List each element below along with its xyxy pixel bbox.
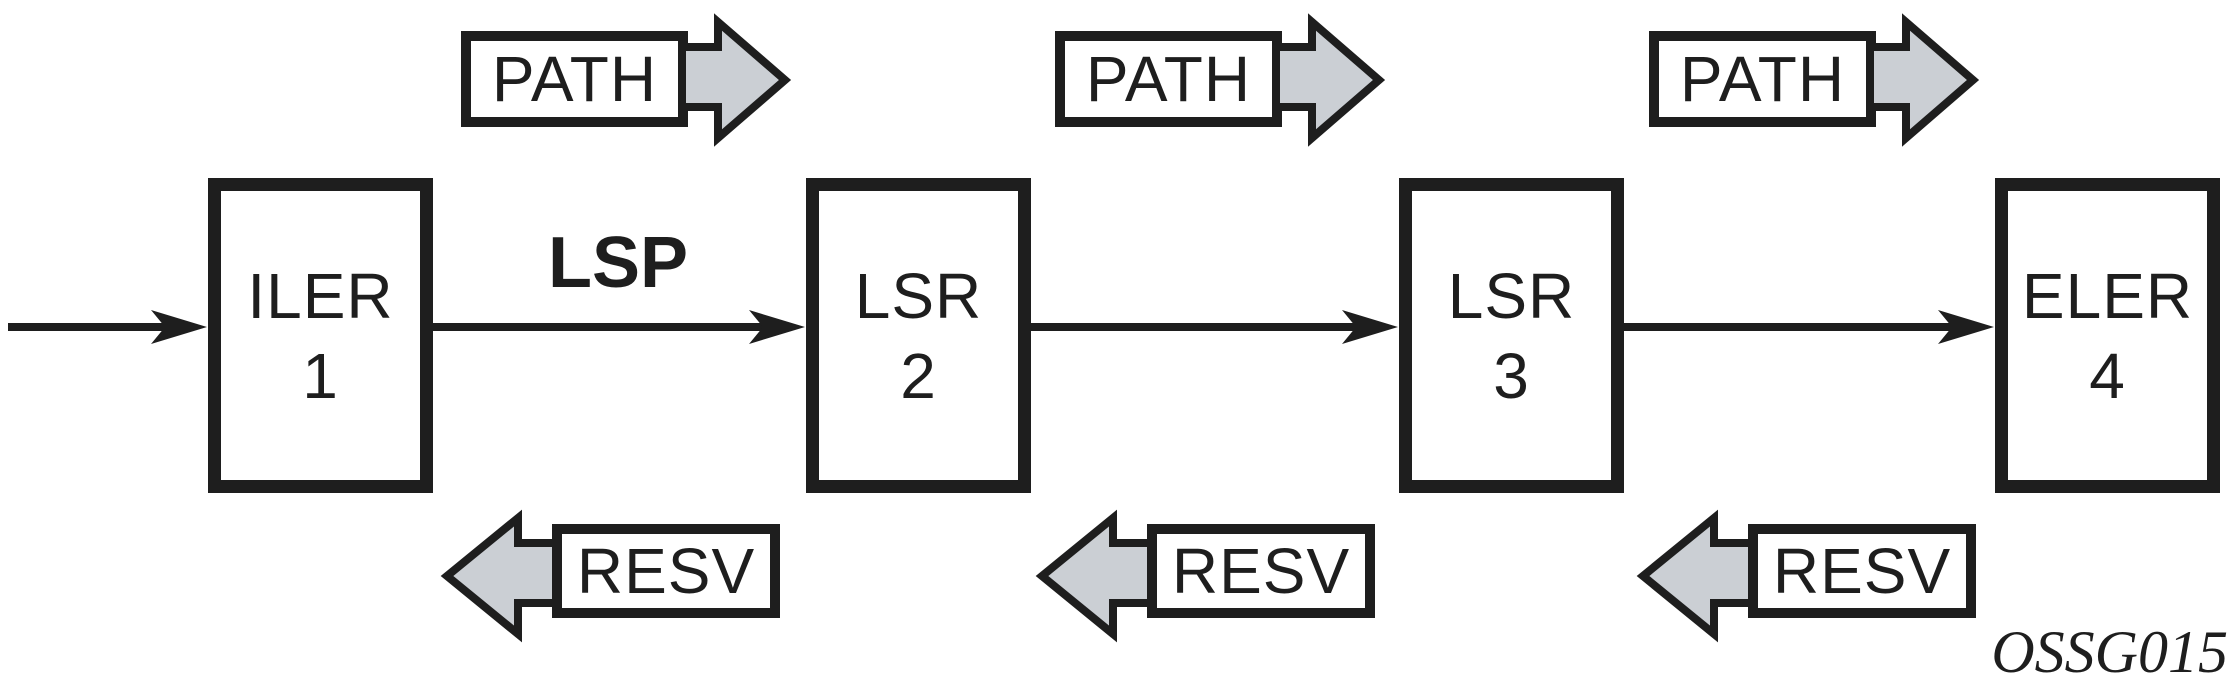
node-name: ILER [247,259,394,332]
resv-message-label: RESV [576,535,756,607]
flow-line-lsr3-to-eler4 [1624,310,1994,344]
node-number: 3 [1493,339,1530,412]
resv-message-1: RESV [552,524,780,618]
resv-left-arrow-icon [1636,509,1758,643]
node-lsr-3: LSR 3 [1399,178,1624,493]
path-right-arrow-icon [1866,13,1980,147]
figure-code-caption: OSSG015 [1991,619,2228,685]
node-number: 1 [302,339,339,412]
resv-message-label: RESV [1171,535,1351,607]
node-lsr-2: LSR 2 [806,178,1031,493]
resv-left-arrow-icon [1035,509,1157,643]
flow-arrowhead-icon [151,310,207,344]
node-name: ELER [2021,259,2194,332]
flow-arrowhead-icon [1938,310,1994,344]
path-message-label: PATH [491,43,658,115]
path-message-label: PATH [1085,43,1252,115]
node-name: LSR [854,259,983,332]
node-name: LSR [1447,259,1576,332]
path-message-label: PATH [1679,43,1846,115]
resv-message-label: RESV [1772,535,1952,607]
path-message-3: PATH [1649,31,1876,127]
lsp-label: LSP [547,223,689,303]
path-message-1: PATH [461,31,688,127]
node-number: 4 [2089,339,2126,412]
node-number: 2 [900,339,937,412]
path-right-arrow-icon [1272,13,1386,147]
flow-line-iler1-to-lsr2 [433,310,805,344]
path-right-arrow-icon [678,13,792,147]
node-eler-4: ELER 4 [1995,178,2220,493]
flow-line-into-iler1 [8,310,207,344]
flow-arrowhead-icon [749,310,805,344]
resv-left-arrow-icon [440,509,562,643]
flow-line-lsr2-to-lsr3 [1031,310,1398,344]
resv-message-3: RESV [1748,524,1976,618]
flow-arrowhead-icon [1342,310,1398,344]
path-message-2: PATH [1055,31,1282,127]
node-iler-1: ILER 1 [208,178,433,493]
resv-message-2: RESV [1147,524,1375,618]
